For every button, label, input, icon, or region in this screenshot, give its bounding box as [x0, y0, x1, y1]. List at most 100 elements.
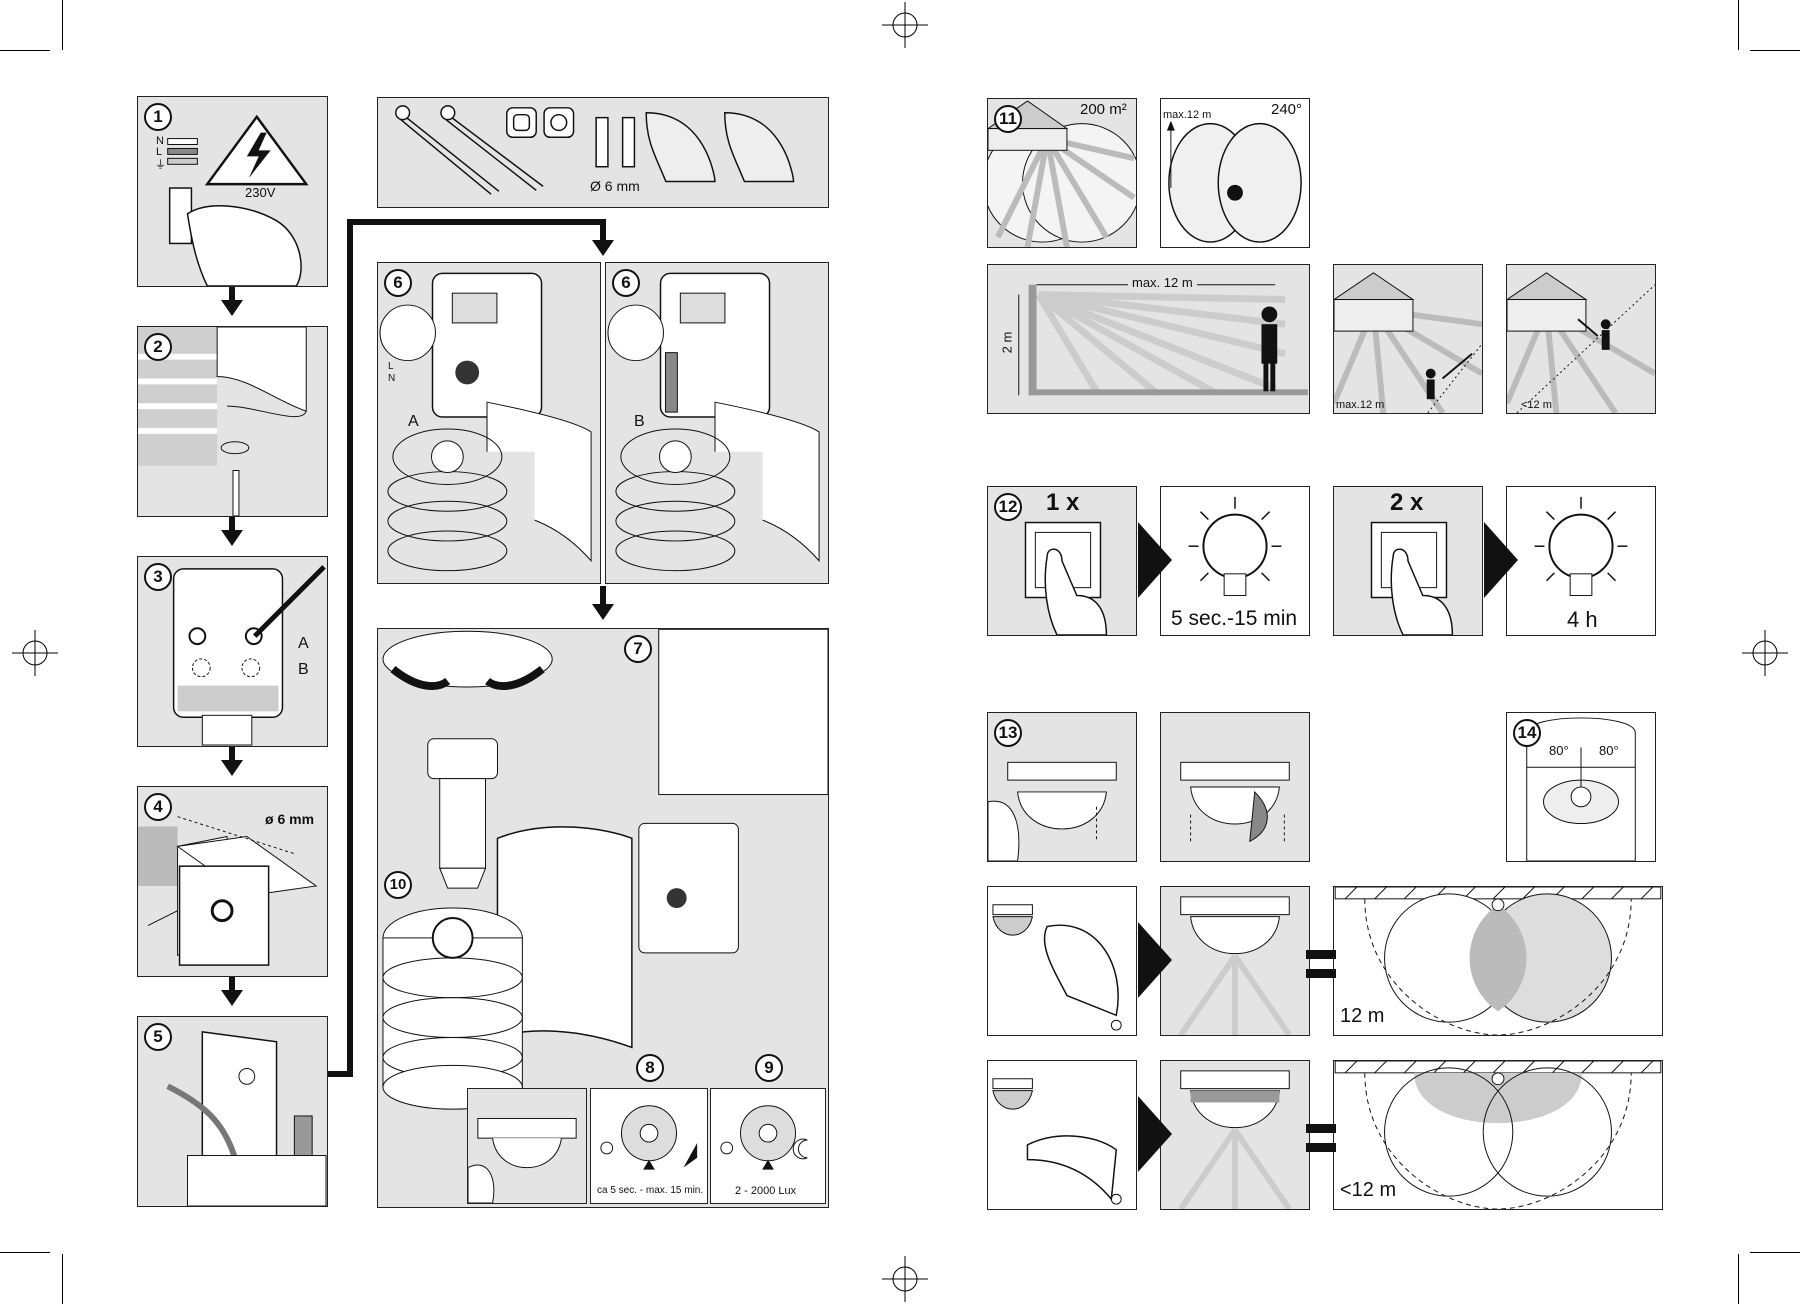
result-arrow: [1138, 922, 1172, 998]
flow-arrow: [229, 747, 235, 760]
reduced-range-distance: <12 m: [1340, 1179, 1396, 1202]
walk-towards-illustration: [1334, 265, 1482, 413]
right-angle-label: 80°: [1599, 743, 1619, 758]
step-number: 4: [144, 793, 172, 821]
lens-swap-panel: [1160, 712, 1310, 862]
drill-size-label: ø 6 mm: [265, 811, 314, 827]
step-number: 1: [144, 103, 172, 131]
full-lens-illustration: [988, 887, 1136, 1035]
dowel-size-label: Ø 6 mm: [590, 178, 640, 194]
step-number: 6: [612, 269, 640, 297]
step-number: 14: [1513, 719, 1541, 747]
step-12-permanent-panel: 4 h: [1506, 486, 1656, 636]
live-wire-label: L: [388, 361, 394, 372]
walk-range-label: max.12 m: [1336, 399, 1384, 411]
crop-mark: [62, 1254, 63, 1304]
flow-arrow: [229, 287, 235, 300]
step-4-panel: 4 ø 6 mm: [137, 786, 328, 977]
walk-across-illustration: [1507, 265, 1655, 413]
crop-mark: [0, 50, 50, 51]
walk-across-panel: <12 m: [1506, 264, 1656, 414]
step-number: 6: [384, 269, 412, 297]
walk-across-range-label: <12 m: [1521, 399, 1552, 411]
range-side-view-panel: max. 12 m 2 m: [987, 264, 1310, 414]
walk-towards-panel: max.12 m: [1333, 264, 1483, 414]
result-arrow: [1138, 522, 1172, 598]
step-12-press-twice-panel: 2 x: [1333, 486, 1483, 636]
full-lens-fitted-panel: [1160, 886, 1310, 1036]
full-range-result-panel: 12 m: [1333, 886, 1663, 1036]
flow-arrow: [221, 990, 243, 1006]
flow-arrow: [221, 300, 243, 316]
variant-a-label: A: [408, 413, 419, 431]
neutral-wire-label: N: [388, 373, 395, 384]
earth-label: ⏚: [155, 156, 166, 172]
result-arrow: [1138, 1096, 1172, 1172]
registration-mark: [882, 2, 928, 48]
parts-panel: Ø 6 mm: [377, 97, 829, 208]
equals-sign: [1306, 1124, 1336, 1152]
step-number: 13: [994, 719, 1022, 747]
flow-arrow: [592, 604, 614, 620]
crop-mark: [1750, 50, 1800, 51]
registration-mark: [882, 1256, 928, 1302]
reduced-lens-panel: [987, 1060, 1137, 1210]
full-range-distance: 12 m: [1340, 1005, 1384, 1028]
left-angle-label: 80°: [1549, 743, 1569, 758]
step-9-panel: 2 - 2000 Lux: [710, 1088, 826, 1204]
step-number: 3: [144, 563, 172, 591]
step-1-panel: 1 N L ⏚ 230V: [137, 96, 328, 287]
step-number: 9: [755, 1054, 783, 1082]
step-number: 11: [994, 105, 1022, 133]
registration-mark: [1742, 630, 1788, 676]
step-5-panel: 5: [137, 1016, 328, 1207]
flow-arrow: [229, 517, 235, 530]
reduced-lens-illustration: [988, 1061, 1136, 1209]
equals-sign: [1306, 950, 1336, 978]
variant-b-label: B: [634, 413, 645, 431]
reduced-lens-fitted-illustration: [1161, 1061, 1309, 1209]
step-number: 5: [144, 1023, 172, 1051]
step-number: 2: [144, 333, 172, 361]
step-14-angle-panel: 14 80° 80°: [1506, 712, 1656, 862]
press-count: 1 x: [1046, 489, 1079, 517]
permanent-duration-label: 4 h: [1567, 607, 1598, 633]
step-number: 7: [624, 635, 652, 663]
step-3-panel: 3 A B: [137, 556, 328, 747]
step-6b-panel: 6 B: [605, 262, 829, 584]
area-label: 200 m²: [1080, 101, 1127, 118]
crop-mark: [1738, 0, 1739, 50]
step-11-pattern-panel: max.12 m 240°: [1160, 98, 1310, 248]
flow-arrow: [229, 977, 235, 990]
angle-label: 240°: [1271, 101, 1302, 118]
lens-swap-illustration: [1161, 713, 1309, 861]
press-count: 2 x: [1390, 489, 1423, 517]
reduced-range-result-panel: <12 m: [1333, 1060, 1663, 1210]
crop-mark: [0, 1252, 50, 1253]
step-2-panel: 2: [137, 326, 328, 517]
full-lens-panel: [987, 886, 1137, 1036]
flow-arrow: [221, 760, 243, 776]
step-13-remove-lens-panel: 13: [987, 712, 1137, 862]
flow-arrow: [600, 586, 606, 604]
lux-range-caption: 2 - 2000 Lux: [735, 1185, 796, 1197]
voltage-label: 230V: [245, 185, 275, 200]
step-8-panel: ca 5 sec. - max. 15 min.: [590, 1088, 708, 1204]
step-number: 8: [636, 1054, 664, 1082]
crop-mark: [1738, 1254, 1739, 1304]
max-distance-label: max. 12 m: [1128, 275, 1197, 290]
registration-mark: [12, 630, 58, 676]
flow-arrow: [221, 530, 243, 546]
sensor-cover-illustration: [468, 1089, 586, 1203]
result-arrow: [1484, 522, 1518, 598]
height-label: 2 m: [999, 332, 1014, 354]
range-label: max.12 m: [1163, 109, 1211, 121]
sensor-cover-inset: [467, 1088, 587, 1204]
time-range-caption: ca 5 sec. - max. 15 min.: [597, 1185, 703, 1196]
step-12-timer-panel: 5 sec.-15 min: [1160, 486, 1310, 636]
hole-b-label: B: [298, 661, 309, 679]
step-11-area-panel: 11 200 m²: [987, 98, 1137, 248]
step-number: 10: [384, 871, 412, 899]
hole-a-label: A: [298, 635, 309, 653]
reduced-lens-fitted-panel: [1160, 1060, 1310, 1210]
